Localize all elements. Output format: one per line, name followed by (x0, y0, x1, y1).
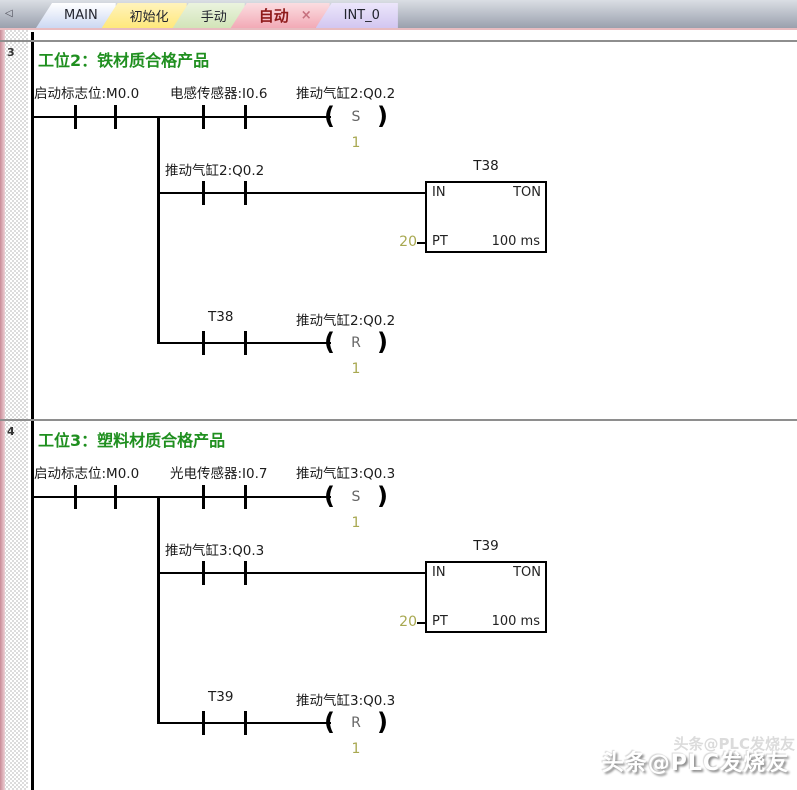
network-3: 工位2：铁材质合格产品 启动标志位:M0.0 电感传感器:I0.6 推动气缸2:… (0, 41, 797, 419)
contact-symbol[interactable] (202, 561, 205, 585)
coil-operand-label[interactable]: 推动气缸3:Q0.3 (296, 466, 396, 482)
paren-right: ) (377, 708, 388, 736)
tab-auto-label: 自动 (258, 7, 289, 25)
timer-pt-label: PT (432, 614, 448, 629)
timer-time-base: 100 ms (491, 614, 540, 629)
contact-symbol[interactable] (244, 105, 247, 129)
contact-symbol[interactable] (202, 331, 205, 355)
contact-operand-label[interactable]: 光电传感器:I0.7 (170, 466, 268, 482)
watermark-echo: 头条@PLC发烧友 (673, 735, 795, 753)
paren-left: ( (324, 708, 335, 736)
branch-wire (157, 496, 160, 724)
coil-type-letter: S (351, 489, 361, 505)
rung-wire (33, 116, 331, 118)
timer-type-label: TON (513, 185, 541, 200)
timer-type-label: TON (513, 565, 541, 580)
paren-right: ) (377, 102, 388, 130)
contact-symbol[interactable] (202, 181, 205, 205)
preset-tick-wire (417, 242, 425, 244)
close-icon[interactable]: × (300, 8, 312, 23)
contact-symbol[interactable] (74, 485, 77, 509)
paren-right: ) (377, 482, 388, 510)
contact-operand-label[interactable]: 推动气缸2:Q0.2 (165, 163, 265, 179)
contact-operand-label[interactable]: 推动气缸3:Q0.3 (165, 543, 265, 559)
timer-pt-label: PT (432, 234, 448, 249)
contact-symbol[interactable] (244, 561, 247, 585)
program-tab-bar: ◁ MAIN 初始化 手动 自动 × INT_0 (0, 0, 797, 30)
tab-int0-label: INT_0 (343, 8, 380, 23)
network-number: 4 (7, 425, 15, 438)
tab-main[interactable]: MAIN (36, 3, 116, 28)
ton-timer-box[interactable]: IN TON PT 100 ms (425, 181, 547, 253)
contact-operand-label[interactable]: 电感传感器:I0.6 (170, 86, 268, 102)
timer-time-base: 100 ms (491, 234, 540, 249)
paren-right: ) (377, 328, 388, 356)
coil-type-letter: R (351, 335, 361, 351)
paren-left: ( (324, 482, 335, 510)
contact-symbol[interactable] (114, 485, 117, 509)
timer-in-label: IN (432, 565, 446, 580)
network-title: 工位3：塑料材质合格产品 (38, 431, 226, 450)
tab-initialization-label: 初始化 (129, 10, 169, 25)
reset-coil-symbol[interactable]: ( R ) (324, 707, 388, 737)
contact-symbol[interactable] (244, 331, 247, 355)
network-title: 工位2：铁材质合格产品 (38, 51, 210, 70)
tab-manual-label: 手动 (200, 10, 227, 25)
contact-operand-label[interactable]: T39 (208, 689, 234, 705)
rung-wire (33, 496, 331, 498)
contact-symbol[interactable] (202, 711, 205, 735)
coil-bit-count[interactable]: 1 (351, 361, 361, 377)
coil-type-letter: S (351, 109, 361, 125)
tab-auto-active[interactable]: 自动 × (230, 3, 330, 28)
coil-operand-label[interactable]: 推动气缸3:Q0.3 (296, 693, 396, 709)
network-separator (0, 419, 797, 421)
network-separator (0, 40, 797, 42)
network-4: 工位3：塑料材质合格产品 启动标志位:M0.0 光电传感器:I0.7 推动气缸3… (0, 421, 797, 790)
watermark: 头条@PLC发烧友 (601, 751, 789, 776)
tab-main-label: MAIN (64, 8, 98, 23)
contact-symbol[interactable] (114, 105, 117, 129)
set-coil-symbol[interactable]: ( S ) (324, 101, 388, 131)
branch-wire (157, 116, 160, 344)
contact-symbol[interactable] (74, 105, 77, 129)
contact-symbol[interactable] (202, 485, 205, 509)
timer-in-label: IN (432, 185, 446, 200)
preset-tick-wire (417, 622, 425, 624)
contact-symbol[interactable] (202, 105, 205, 129)
coil-type-letter: R (351, 715, 361, 731)
rung-wire (157, 572, 427, 574)
contact-symbol[interactable] (244, 711, 247, 735)
tab-strip: MAIN 初始化 手动 自动 × INT_0 (36, 3, 398, 28)
tab-int0[interactable]: INT_0 (315, 3, 398, 28)
coil-bit-count[interactable]: 1 (351, 515, 361, 531)
timer-preset-value[interactable]: 20 (399, 614, 417, 630)
tab-initialization[interactable]: 初始化 (101, 3, 187, 28)
timer-name[interactable]: T39 (473, 538, 499, 554)
coil-operand-label[interactable]: 推动气缸2:Q0.2 (296, 86, 396, 102)
coil-bit-count[interactable]: 1 (351, 135, 361, 151)
ton-timer-box[interactable]: IN TON PT 100 ms (425, 561, 547, 633)
set-coil-symbol[interactable]: ( S ) (324, 481, 388, 511)
network-number: 3 (7, 46, 15, 59)
reset-coil-symbol[interactable]: ( R ) (324, 327, 388, 357)
timer-preset-value[interactable]: 20 (399, 234, 417, 250)
left-power-rail (31, 32, 34, 790)
contact-operand-label[interactable]: T38 (208, 309, 234, 325)
timer-name[interactable]: T38 (473, 158, 499, 174)
paren-left: ( (324, 328, 335, 356)
rung-wire (157, 192, 427, 194)
gutter-edge-strip (0, 30, 5, 790)
contact-symbol[interactable] (244, 485, 247, 509)
paren-left: ( (324, 102, 335, 130)
contact-symbol[interactable] (244, 181, 247, 205)
coil-operand-label[interactable]: 推动气缸2:Q0.2 (296, 313, 396, 329)
contact-operand-label[interactable]: 启动标志位:M0.0 (34, 86, 140, 102)
coil-bit-count[interactable]: 1 (351, 741, 361, 757)
contact-operand-label[interactable]: 启动标志位:M0.0 (34, 466, 140, 482)
scroll-left-icon[interactable]: ◁ (5, 8, 13, 19)
